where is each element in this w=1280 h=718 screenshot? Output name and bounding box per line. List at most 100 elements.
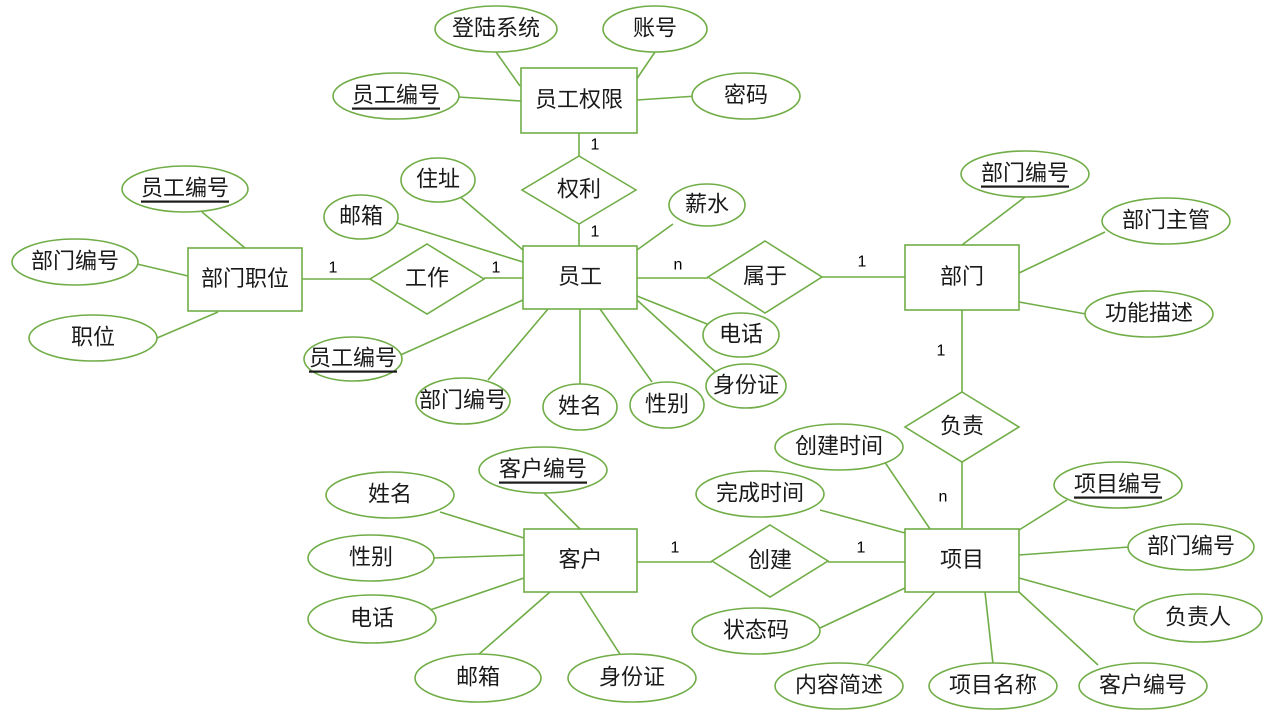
attr-proj-finishtime[interactable]: 完成时间	[695, 470, 825, 518]
attr-emp-idcard[interactable]: 身份证	[705, 363, 787, 409]
cardinality-proj-resp: n	[939, 489, 948, 506]
attribute-label: 项目编号	[1074, 473, 1162, 498]
attribute-label: 姓名	[368, 483, 412, 508]
attribute-label: 电话	[719, 323, 763, 348]
attribute-label: 完成时间	[716, 482, 804, 507]
entity-label: 项目	[940, 548, 984, 573]
attr-dept-manager[interactable]: 部门主管	[1101, 197, 1231, 245]
attr-pos-empno-key[interactable]: 员工编号	[121, 165, 249, 213]
attribute-label: 功能描述	[1105, 302, 1193, 327]
attr-cust-email[interactable]: 邮箱	[414, 653, 542, 703]
attr-proj-desc[interactable]: 内容简述	[774, 662, 904, 710]
attribute-label: 员工编号	[352, 84, 440, 109]
edges	[136, 51, 1136, 666]
attr-perm-password[interactable]: 密码	[691, 72, 801, 120]
entity-label: 员工	[558, 265, 602, 290]
entity-label: 员工权限	[535, 88, 623, 113]
relationship-rights[interactable]: 权利	[520, 155, 638, 225]
attr-pos-deptno[interactable]: 部门编号	[11, 238, 139, 286]
attr-proj-owner[interactable]: 负责人	[1133, 593, 1263, 643]
attribute-label: 住址	[416, 168, 460, 193]
relationship-label: 工作	[405, 267, 449, 292]
attribute-label: 负责人	[1165, 606, 1231, 631]
attr-proj-createtime[interactable]: 创建时间	[774, 423, 904, 471]
attr-cust-idcard[interactable]: 身份证	[567, 653, 697, 703]
attribute-label: 部门编号	[981, 162, 1069, 187]
cardinality-dept-resp: 1	[937, 343, 946, 360]
attr-proj-deptno[interactable]: 部门编号	[1127, 523, 1255, 571]
entity-label: 客户	[558, 548, 602, 573]
attribute-label: 创建时间	[795, 435, 883, 460]
attr-perm-login[interactable]: 登陆系统	[434, 5, 558, 53]
attr-emp-salary[interactable]: 薪水	[668, 183, 746, 227]
attr-cust-phone[interactable]: 电话	[307, 594, 437, 644]
attribute-label: 性别	[349, 546, 393, 571]
relationship-label: 属于	[743, 265, 787, 290]
entity-employee[interactable]: 员工	[522, 245, 638, 310]
cardinality-emp-work: 1	[492, 260, 501, 277]
attribute-label: 电话	[350, 607, 394, 632]
attr-proj-projno-key[interactable]: 项目编号	[1053, 461, 1183, 509]
relationship-work[interactable]: 工作	[368, 243, 486, 315]
entity-emp-perm[interactable]: 员工权限	[520, 67, 638, 134]
attr-proj-status[interactable]: 状态码	[691, 607, 821, 655]
relationship-belongs[interactable]: 属于	[706, 240, 824, 314]
relationship-label: 创建	[748, 549, 792, 574]
attr-cust-gender[interactable]: 性别	[307, 534, 435, 582]
attr-cust-custno-key[interactable]: 客户编号	[478, 446, 608, 494]
attr-emp-deptno[interactable]: 部门编号	[415, 377, 511, 425]
relationship-label: 负责	[940, 415, 984, 440]
cardinality-perm-rights: 1	[591, 137, 600, 154]
attribute-label: 性别	[645, 393, 689, 418]
attribute-label: 客户编号	[1099, 674, 1187, 699]
cardinality-emp-belongs: n	[674, 257, 683, 274]
cardinality-cust-create: 1	[671, 540, 680, 557]
attr-dept-deptno-key[interactable]: 部门编号	[960, 150, 1090, 198]
attribute-label: 邮箱	[456, 666, 500, 691]
attribute-label: 状态码	[723, 619, 789, 644]
attribute-label: 邮箱	[339, 205, 383, 230]
attr-proj-custno[interactable]: 客户编号	[1078, 662, 1208, 710]
cardinality-pos-work: 1	[329, 260, 338, 277]
attr-emp-phone[interactable]: 电话	[702, 312, 780, 358]
entity-dept-position[interactable]: 部门职位	[187, 247, 303, 312]
attribute-label: 员工编号	[309, 347, 397, 372]
attribute-label: 身份证	[713, 374, 779, 399]
attribute-label: 职位	[71, 326, 115, 351]
entity-dept[interactable]: 部门	[904, 244, 1020, 311]
attribute-label: 客户编号	[499, 458, 587, 483]
entity-label: 部门	[940, 265, 984, 290]
attribute-label: 员工编号	[141, 177, 229, 202]
attr-perm-account[interactable]: 账号	[602, 5, 708, 53]
attr-emp-gender[interactable]: 性别	[629, 381, 705, 429]
cardinality-emp-rights: 1	[591, 224, 600, 241]
cardinality-dept-belongs: 1	[858, 254, 867, 271]
attribute-label: 密码	[724, 84, 768, 109]
attribute-label: 部门编号	[31, 250, 119, 275]
relationship-responsible[interactable]: 负责	[903, 391, 1021, 463]
attr-emp-address[interactable]: 住址	[400, 157, 476, 203]
attribute-label: 项目名称	[949, 674, 1037, 699]
attr-perm-empno-key[interactable]: 员工编号	[332, 72, 460, 120]
attribute-label: 账号	[633, 17, 677, 42]
attr-dept-function[interactable]: 功能描述	[1084, 290, 1214, 338]
relationship-create[interactable]: 创建	[710, 524, 830, 598]
attr-emp-name[interactable]: 姓名	[542, 383, 618, 431]
attribute-label: 部门编号	[419, 389, 507, 414]
entity-customer[interactable]: 客户	[523, 528, 638, 593]
attribute-label: 登陆系统	[452, 17, 540, 42]
attr-cust-name[interactable]: 姓名	[325, 471, 455, 519]
entity-project[interactable]: 项目	[904, 528, 1020, 593]
attr-proj-projname[interactable]: 项目名称	[928, 662, 1058, 710]
attr-emp-empno-key[interactable]: 员工编号	[303, 336, 403, 382]
entity-label: 部门职位	[201, 267, 289, 292]
attr-emp-email[interactable]: 邮箱	[323, 194, 399, 240]
attribute-label: 部门编号	[1147, 535, 1235, 560]
attribute-label: 部门主管	[1122, 209, 1210, 234]
cardinality-proj-create: 1	[857, 540, 866, 557]
cardinality-labels: 1 1 1 1 n 1 1 n 1 1	[329, 137, 948, 557]
attribute-label: 身份证	[599, 666, 665, 691]
attribute-label: 内容简述	[795, 674, 883, 699]
attr-pos-title[interactable]: 职位	[28, 314, 158, 362]
